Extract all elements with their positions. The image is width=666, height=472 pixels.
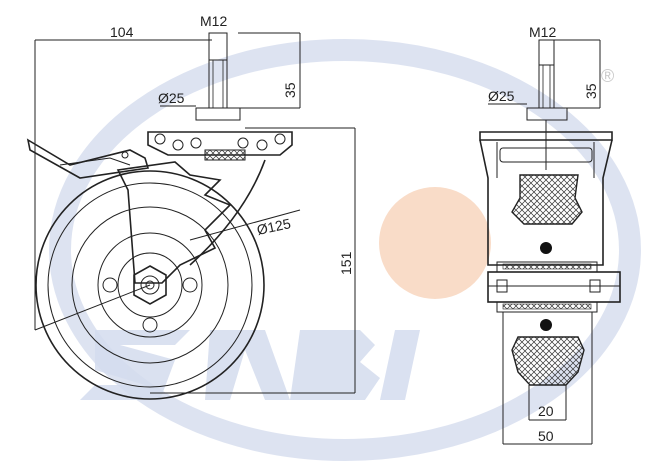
wheel-bolt-hole [102, 277, 118, 293]
front-tread-width-dim: 20 [538, 403, 554, 419]
axle-assembly [487, 261, 621, 313]
axle-ball-upper [540, 242, 552, 254]
tyre-section-lower [511, 336, 585, 386]
side-thread-label: M12 [200, 13, 227, 29]
watermark: ® [49, 39, 641, 461]
tyre-section-upper [511, 174, 583, 225]
side-height-dim: 151 [338, 251, 354, 275]
nut [195, 107, 241, 121]
axle-ball-lower [540, 319, 552, 331]
fork-leg [116, 161, 232, 284]
watermark-logo-letters [80, 330, 420, 400]
side-width-dim: 104 [110, 24, 134, 40]
watermark-peach-circle [379, 187, 491, 299]
wheel-bolt-hole [182, 277, 198, 293]
wheel-diameter-leader [189, 209, 301, 241]
axle-nut [133, 265, 167, 305]
fork-rear-leg [189, 159, 266, 266]
front-nut-diameter-dim: Ø25 [488, 88, 515, 104]
swivel-ball-bearing-side [154, 133, 286, 161]
wheel-bolt-hole [142, 317, 158, 333]
side-wheel-diameter-dim: Ø125 [255, 215, 292, 238]
side-nut-diameter-dim: Ø25 [158, 90, 185, 106]
registered-mark: ® [601, 66, 614, 86]
watermark-swoosh-arc [49, 39, 641, 461]
brake-lever [26, 138, 150, 179]
front-stem-length-dim: 35 [583, 83, 599, 99]
wheel-side [34, 170, 265, 400]
front-thread-label: M12 [529, 24, 556, 40]
side-view: 104 M12 35 Ø25 Ø125 151 [26, 13, 356, 400]
front-view: M12 35 Ø25 20 50 [479, 24, 621, 445]
swivel-top-plate [147, 131, 293, 156]
side-stem-length-dim: 35 [282, 82, 298, 98]
front-overall-width-dim: 50 [538, 428, 554, 444]
front-nut [526, 107, 568, 121]
